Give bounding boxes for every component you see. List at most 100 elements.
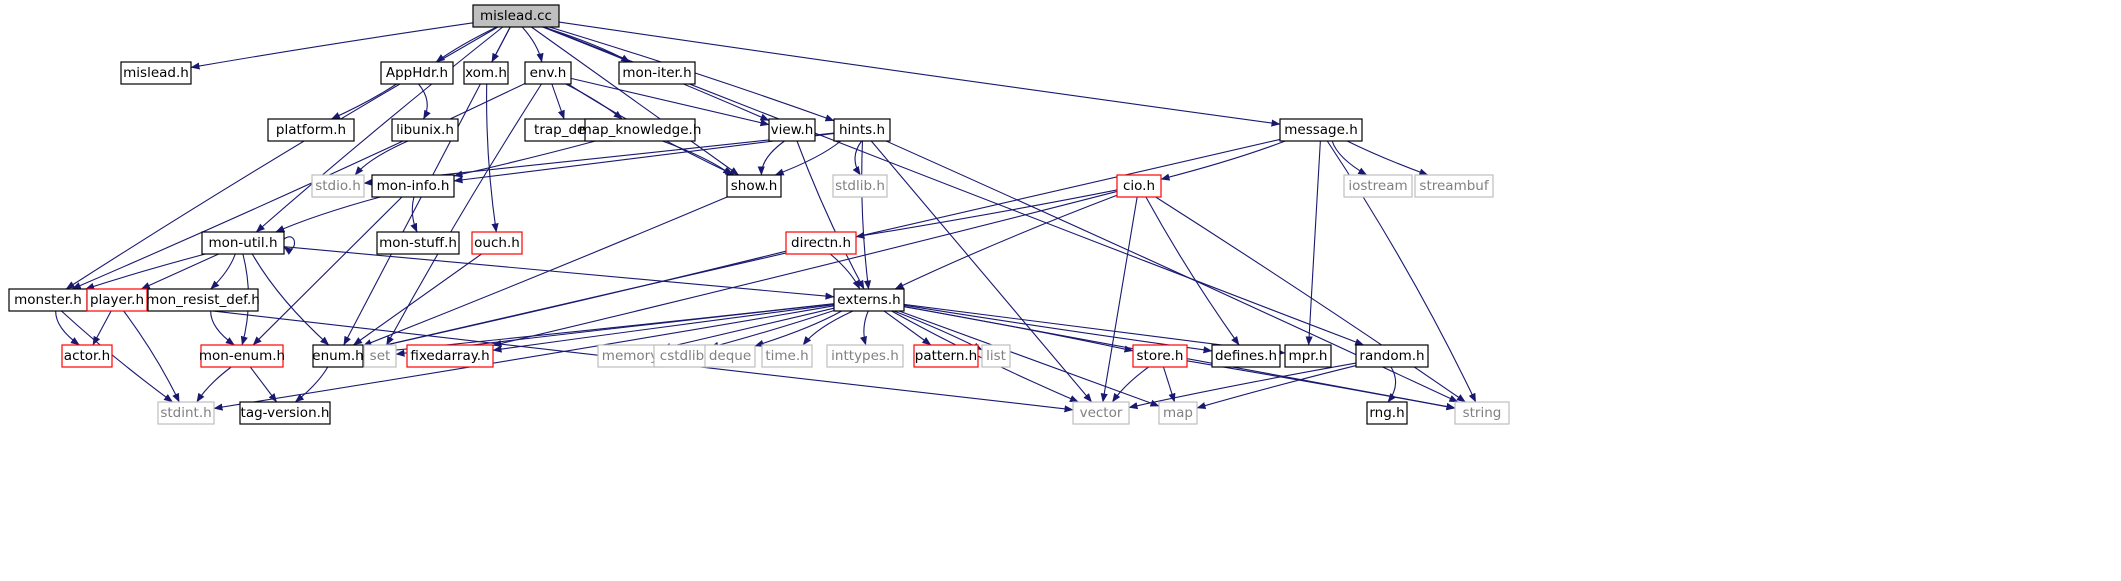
node-hints-h[interactable]: hints.h — [833, 118, 891, 142]
node-label-memory: memory — [602, 348, 658, 364]
edge-externs-h-to-stdint-h — [213, 305, 835, 411]
node-iostream: iostream — [1343, 174, 1413, 198]
node-store-h[interactable]: store.h — [1132, 344, 1188, 368]
node-stdio-h: stdio.h — [311, 174, 365, 198]
node-view-h[interactable]: view.h — [768, 118, 816, 142]
edge-externs-h-to-memory — [661, 307, 835, 351]
edge-cio-h-to-vector — [1100, 196, 1138, 403]
edge-directn-h-to-externs-h — [829, 253, 861, 290]
node-player-h[interactable]: player.h — [86, 288, 148, 312]
node-cio-h[interactable]: cio.h — [1116, 174, 1162, 198]
edge-view-h-to-show-h — [757, 140, 785, 176]
edge-cio-h-to-externs-h — [894, 194, 1118, 290]
node-defines-h[interactable]: defines.h — [1211, 344, 1281, 368]
edge-store-h-to-map — [1162, 366, 1176, 403]
node-directn-h[interactable]: directn.h — [785, 231, 857, 255]
node-box-mon-iter-h — [618, 61, 696, 85]
edge-env-h-to-trap-def-h — [551, 83, 565, 120]
node-label-deque: deque — [709, 348, 751, 364]
node-cstdlib: cstdlib — [653, 344, 711, 368]
node-apphdr-h[interactable]: AppHdr.h — [380, 61, 454, 85]
node-message-h[interactable]: message.h — [1279, 118, 1363, 142]
node-label-stdint-h: stdint.h — [160, 405, 211, 421]
node-enum-h[interactable]: enum.h — [312, 344, 364, 368]
edge-mislead-cc-to-message-h — [558, 21, 1281, 127]
node-mon-util-h[interactable]: mon-util.h — [201, 231, 285, 255]
node-label-mon-info-h: mon-info.h — [377, 178, 450, 194]
node-mon-resist-def-h[interactable]: mon_resist_def.h — [146, 288, 260, 312]
node-box-mon-stuff-h — [376, 231, 460, 255]
node-label-platform-h: platform.h — [276, 122, 346, 138]
node-mpr-h[interactable]: mpr.h — [1284, 344, 1332, 368]
node-set: set — [363, 344, 397, 368]
node-monster-h[interactable]: monster.h — [8, 288, 88, 312]
node-pattern-h[interactable]: pattern.h — [913, 344, 979, 368]
node-rng-h[interactable]: rng.h — [1366, 401, 1408, 425]
node-label-list: list — [986, 348, 1006, 364]
node-mon-iter-h[interactable]: mon-iter.h — [618, 61, 696, 85]
node-platform-h[interactable]: platform.h — [267, 118, 355, 142]
node-box-mislead-cc — [472, 4, 560, 28]
edge-externs-h-to-time-h — [802, 310, 854, 346]
edge-mislead-cc-to-env-h — [521, 26, 544, 63]
node-label-map: map — [1163, 405, 1193, 421]
edge-mon-info-h-to-mon-stuff-h — [410, 196, 418, 233]
node-box-player-h — [86, 288, 148, 312]
node-box-platform-h — [267, 118, 355, 142]
node-label-time-h: time.h — [765, 348, 808, 364]
node-xom-h[interactable]: xom.h — [463, 61, 509, 85]
node-mon-stuff-h[interactable]: mon-stuff.h — [376, 231, 460, 255]
node-libunix-h[interactable]: libunix.h — [391, 118, 459, 142]
edge-monster-h-to-stdint-h — [61, 310, 173, 403]
node-label-mon-enum-h: mon-enum.h — [199, 348, 285, 364]
node-string: string — [1454, 401, 1510, 425]
node-box-fixedarray-h — [406, 344, 494, 368]
node-box-list — [981, 344, 1011, 368]
edge-externs-h-to-defines-h — [903, 304, 1213, 354]
node-box-map — [1158, 401, 1198, 425]
node-stdint-h: stdint.h — [157, 401, 215, 425]
node-map-knowledge-h[interactable]: map_knowledge.h — [579, 118, 702, 142]
node-label-directn-h: directn.h — [791, 235, 851, 251]
edge-env-h-to-monster-h — [71, 82, 526, 290]
edge-mon-util-h-to-externs-h — [283, 246, 835, 300]
edge-message-h-to-iostream — [1331, 140, 1368, 176]
node-random-h[interactable]: random.h — [1355, 344, 1429, 368]
edge-random-h-to-vector — [1128, 362, 1357, 410]
node-box-view-h — [768, 118, 816, 142]
node-mislead-cc[interactable]: mislead.cc — [472, 4, 560, 28]
node-time-h: time.h — [761, 344, 813, 368]
node-box-time-h — [761, 344, 813, 368]
edge-externs-h-to-deque — [754, 310, 842, 347]
node-fixedarray-h[interactable]: fixedarray.h — [406, 344, 494, 368]
node-label-hints-h: hints.h — [839, 122, 885, 138]
node-mislead-h[interactable]: mislead.h — [120, 61, 192, 85]
node-ouch-h[interactable]: ouch.h — [471, 231, 523, 255]
edge-hints-h-to-externs-h — [861, 140, 872, 290]
node-actor-h[interactable]: actor.h — [61, 344, 113, 368]
node-box-mislead-h — [120, 61, 192, 85]
node-label-mpr-h: mpr.h — [1289, 348, 1328, 364]
node-label-string: string — [1463, 405, 1502, 421]
edge-cio-h-to-directn-h — [855, 189, 1118, 239]
node-deque: deque — [704, 344, 756, 368]
node-label-streambuf: streambuf — [1419, 178, 1489, 194]
node-mon-enum-h[interactable]: mon-enum.h — [199, 344, 285, 368]
node-externs-h[interactable]: externs.h — [833, 288, 905, 312]
node-label-mislead-cc: mislead.cc — [480, 8, 552, 24]
node-label-externs-h: externs.h — [837, 292, 900, 308]
node-env-h[interactable]: env.h — [524, 61, 572, 85]
node-show-h[interactable]: show.h — [726, 174, 782, 198]
edge-show-h-to-enum-h — [362, 196, 728, 347]
node-label-iostream: iostream — [1348, 178, 1407, 194]
node-box-map-knowledge-h — [584, 118, 696, 142]
edge-map-knowledge-h-to-mon-info-h — [453, 140, 596, 178]
edge-mon-util-h-to-mon-util-h — [283, 236, 296, 255]
node-label-show-h: show.h — [731, 178, 778, 194]
node-mon-info-h[interactable]: mon-info.h — [371, 174, 455, 198]
edge-mislead-cc-to-show-h — [531, 26, 739, 176]
node-tag-version-h[interactable]: tag-version.h — [239, 401, 331, 425]
node-vector: vector — [1072, 401, 1130, 425]
node-box-hints-h — [833, 118, 891, 142]
edge-player-h-to-actor-h — [92, 310, 112, 346]
